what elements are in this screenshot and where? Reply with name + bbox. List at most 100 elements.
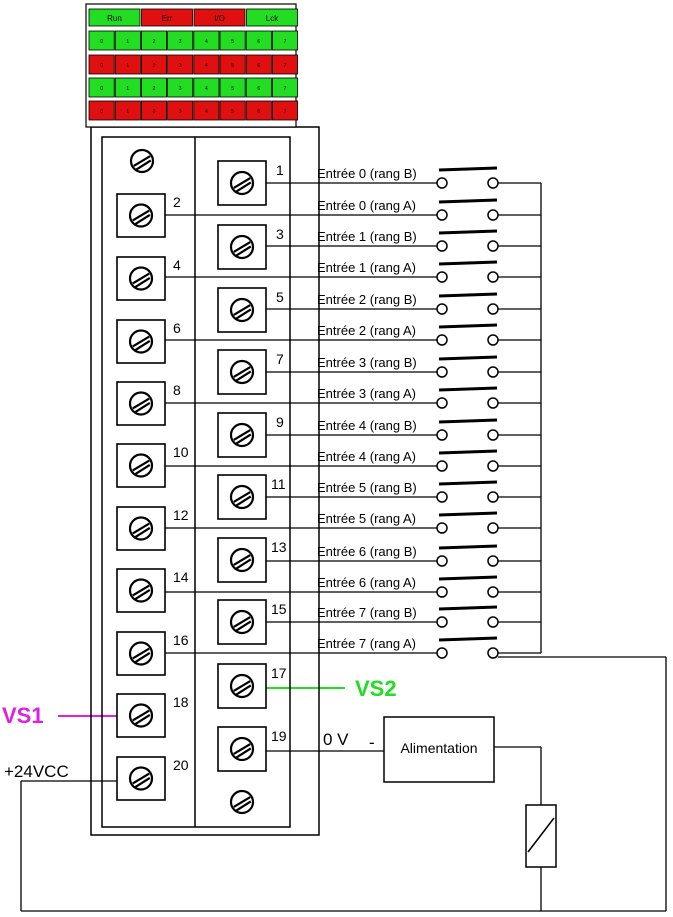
terminal-number: 1 [276,162,284,178]
channel-led-label: 5 [231,39,234,45]
switch-blade [438,449,498,455]
switch-blade [438,386,498,392]
screw-slot [132,522,150,535]
input-label: Entrée 7 (rang A) [317,636,416,651]
channel-led-label: 0 [100,86,103,92]
terminal-number: 6 [173,320,181,336]
screw-slot [233,366,251,378]
vs1-label: VS1 [2,703,44,728]
switch-blade [438,292,498,298]
status-led-label: I/O [214,14,225,23]
screw-slot [135,159,152,171]
screw-slot [132,397,150,410]
screw-slot [233,304,251,316]
input-label: Entrée 6 (rang B) [317,544,417,559]
switch-contact [487,366,499,378]
screw-slot [132,459,150,472]
terminal-number: 7 [276,351,284,367]
switch-contact [436,303,448,315]
channel-led-label: 2 [153,39,156,45]
screw-slot [235,558,252,570]
switch-blade [438,229,498,235]
channel-led-label: 0 [100,63,103,69]
switch-contact [487,177,499,189]
switch-blade [438,198,498,204]
switch-contact [436,491,448,503]
input-label: Entrée 3 (rang A) [317,386,416,401]
channel-led [219,54,246,75]
channel-led-label: 1 [126,39,129,45]
load-coil-diagonal [527,817,555,853]
switch-contact [487,586,499,598]
terminal-number: 13 [271,539,287,555]
screw-slot [132,647,150,660]
status-led [88,8,141,27]
screw-slot [132,272,150,285]
channel-led [88,100,115,121]
channel-led [193,54,220,75]
status-led [193,8,246,27]
channel-led-label: 5 [231,63,234,69]
channel-led-label: 4 [205,63,208,69]
channel-led-label: 0 [100,109,103,115]
screw-slot [134,589,151,601]
switch-blade [438,418,498,424]
channel-led [271,77,298,98]
switch-contact [487,209,499,221]
terminal-screws [116,148,267,815]
channel-led [167,30,194,51]
terminal-number: 20 [173,757,189,773]
status-led-label: Err [162,14,173,23]
switch-blade [438,355,498,361]
channel-led [167,54,194,75]
switch-blade [438,636,498,642]
channel-led [140,77,167,98]
terminal-number: 8 [173,382,181,398]
input-label: Entrée 1 (rang A) [317,260,416,275]
switch-contact [436,555,448,567]
screw-slot [235,684,252,696]
channel-led-label: 2 [153,86,156,92]
input-label: Entrée 2 (rang B) [317,292,417,307]
screw-slot [235,308,252,320]
screw-slot [132,209,150,222]
channel-led [140,30,167,51]
terminal-number: 18 [173,694,189,710]
switch-contact [487,397,499,409]
channel-led-label: 7 [284,39,287,45]
switch-contact [487,303,499,315]
input-label: Entrée 7 (rang B) [317,605,417,620]
channel-led-label: 6 [257,109,260,115]
switch-contact [487,555,499,567]
status-led-label: Lck [266,14,279,23]
plus24-label: +24VCC [4,762,69,781]
screw-slot [235,245,252,257]
switch-contact [487,616,499,628]
channel-led-label: 3 [179,39,182,45]
switch-contact [487,647,499,659]
switch-contact [487,460,499,472]
channel-led-label: 7 [284,109,287,115]
input-label: Entrée 4 (rang B) [317,418,417,433]
switch-blade [438,511,498,517]
terminal-number: 19 [271,728,287,744]
terminal-number: 15 [271,601,287,617]
screw-slot [134,402,151,414]
switch-contact [487,334,499,346]
channel-led [245,77,272,98]
power-supply-label: Alimentation [400,740,477,756]
screw-slot [132,709,150,722]
channel-led [88,77,115,98]
switch-blade [438,323,498,329]
status-led [246,8,298,27]
switch-contact [436,647,448,659]
screw-slot [233,491,251,503]
screw-slot [233,616,251,628]
switch-contact [436,397,448,409]
screw-slot [134,340,151,352]
screw-slot [235,747,252,759]
channel-led-label: 1 [126,86,129,92]
channel-led-label: 4 [205,86,208,92]
input-label: Entrée 5 (rang B) [317,480,417,495]
